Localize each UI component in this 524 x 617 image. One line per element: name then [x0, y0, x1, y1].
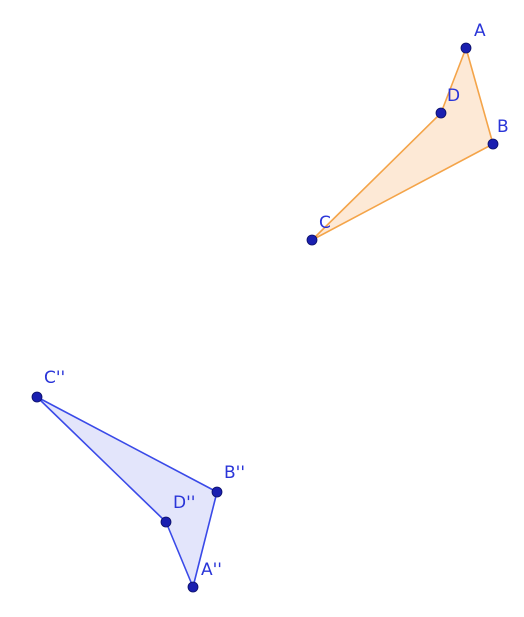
point-C[interactable]: [306, 234, 318, 246]
figure-image: C'' B'' D'' A'': [31, 368, 245, 593]
point-D[interactable]: [435, 107, 447, 119]
point-D2[interactable]: [160, 516, 172, 528]
figure-original: A D B C: [306, 21, 509, 246]
point-A2[interactable]: [187, 581, 199, 593]
label-B2: B'': [224, 463, 245, 483]
label-A2: A'': [201, 560, 222, 580]
label-C: C: [319, 213, 331, 233]
point-A[interactable]: [460, 42, 472, 54]
point-B[interactable]: [487, 138, 499, 150]
label-B: B: [497, 117, 509, 137]
point-C2[interactable]: [31, 391, 43, 403]
label-D2: D'': [173, 493, 195, 513]
point-B2[interactable]: [211, 486, 223, 498]
figures-layer: A D B C C'' B'' D'' A'': [31, 21, 509, 593]
label-D: D: [447, 86, 460, 106]
polygon-original[interactable]: [311, 47, 494, 241]
label-A: A: [474, 21, 486, 41]
polygon-image[interactable]: [36, 396, 218, 588]
label-C2: C'': [44, 368, 65, 388]
